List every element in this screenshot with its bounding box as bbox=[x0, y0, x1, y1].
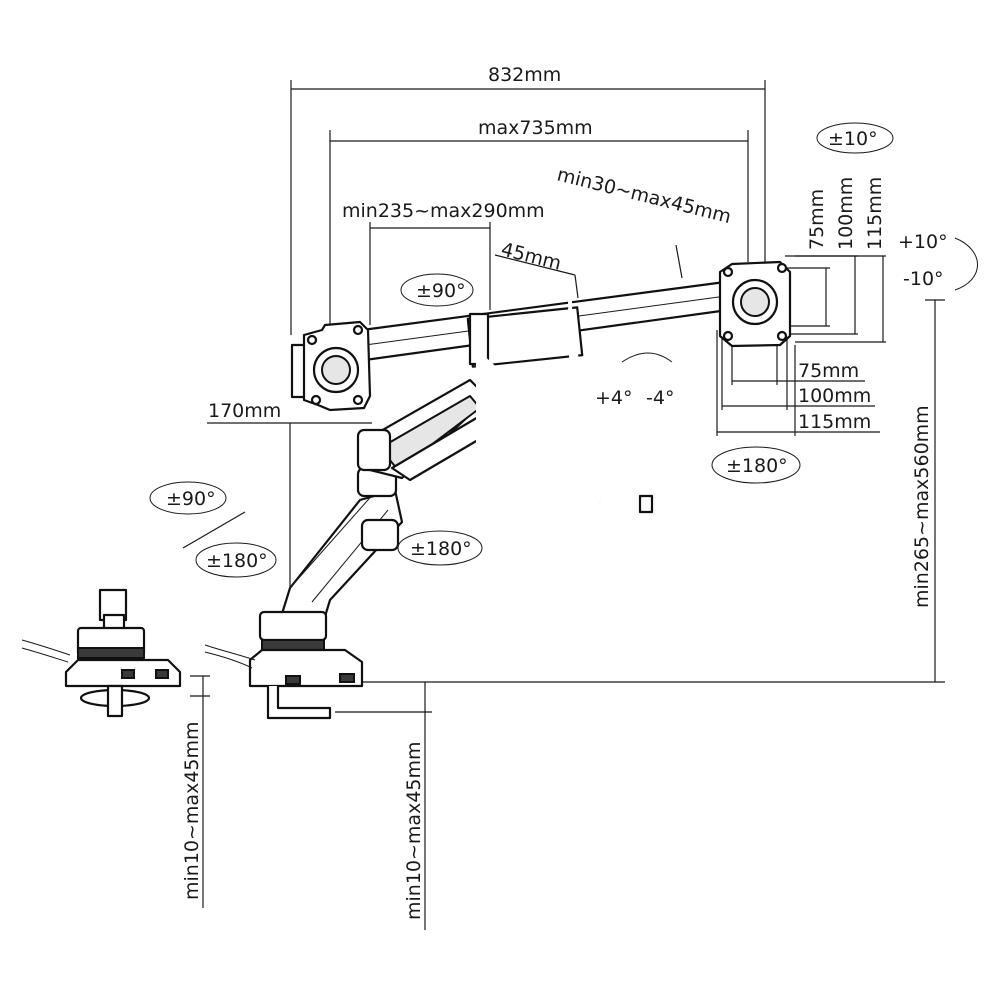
label-bar-adjust: min30~max45mm bbox=[555, 164, 734, 229]
label-height-range: min265~max560mm bbox=[911, 405, 933, 608]
angle-pan-plus4: +4° bbox=[595, 387, 633, 409]
angle-pan-minus4: -4° bbox=[646, 387, 674, 409]
swivel-ellipse-left bbox=[195, 542, 277, 578]
tilt-arc-icon bbox=[954, 237, 978, 291]
rotation-indicators bbox=[149, 122, 978, 578]
label-vesa-h-100: 100mm bbox=[798, 385, 871, 407]
angle-tilt-plus10: +10° bbox=[898, 231, 948, 253]
rotate-ellipse-left bbox=[149, 481, 227, 515]
label-vesa-h-75: 75mm bbox=[798, 360, 859, 382]
swivel-ellipse-mid bbox=[397, 530, 483, 566]
label-vesa-v-115: 115mm bbox=[864, 177, 886, 250]
angle-rotate-pm90-left: ±90° bbox=[166, 488, 216, 510]
label-arm-reach: min235~max290mm bbox=[342, 200, 545, 222]
angle-swivel-pm180-left: ±180° bbox=[206, 550, 268, 572]
label-vesa-v-100: 100mm bbox=[835, 177, 857, 250]
label-depth-170: 170mm bbox=[208, 400, 281, 422]
label-overall-width: 832mm bbox=[488, 64, 561, 86]
label-max-span: max735mm bbox=[478, 117, 593, 139]
monitor-arm bbox=[204, 378, 497, 720]
label-clamp-left: min10~max45mm bbox=[181, 721, 203, 900]
label-clamp-right: min10~max45mm bbox=[403, 741, 425, 920]
angle-swivel-pm180-mid: ±180° bbox=[410, 538, 472, 560]
angle-tilt-pm10: ±10° bbox=[828, 128, 878, 150]
label-offset-45: 45mm bbox=[499, 239, 564, 275]
label-vesa-v-75: 75mm bbox=[806, 189, 828, 250]
angle-rotate-pm90-top: ±90° bbox=[416, 280, 466, 302]
angle-tilt-minus10: -10° bbox=[903, 268, 944, 290]
angle-swivel-pm180-right: ±180° bbox=[726, 455, 788, 477]
pan-arc-icon bbox=[621, 352, 673, 363]
handle bbox=[476, 299, 654, 525]
grommet-mount bbox=[21, 588, 182, 718]
swivel-ellipse-right bbox=[711, 446, 801, 484]
label-vesa-h-115: 115mm bbox=[798, 411, 871, 433]
vesa-plate-left bbox=[290, 320, 372, 412]
rotate-ellipse-top bbox=[400, 273, 474, 307]
tilt-ellipse-top bbox=[816, 122, 894, 154]
vesa-plate-right bbox=[718, 260, 792, 348]
